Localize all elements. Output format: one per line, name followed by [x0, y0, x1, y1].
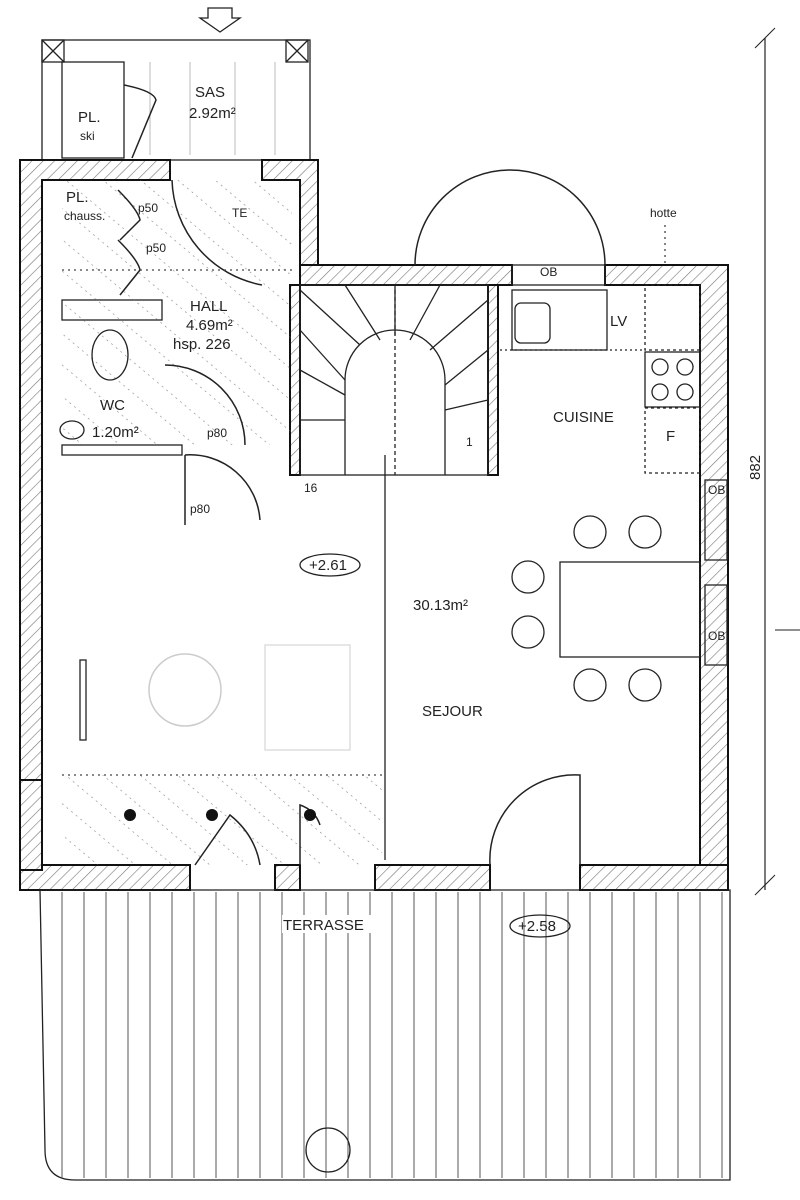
terrace-door	[489, 774, 581, 866]
ski-label: PL.	[78, 109, 101, 126]
dimension-label: 882	[747, 455, 764, 480]
door-width-label: p80	[207, 426, 227, 440]
te-label: TE	[232, 206, 247, 220]
lv-label: LV	[610, 313, 627, 330]
wc-door	[164, 364, 246, 446]
dimension-line	[754, 27, 800, 896]
ob-label: OB	[540, 265, 557, 279]
kitchen-window	[414, 169, 606, 266]
hotte-label: hotte	[650, 206, 677, 220]
interior-level: +2.61	[309, 557, 347, 574]
stair-end-label: 16	[304, 481, 318, 495]
ski-sub: ski	[80, 129, 95, 143]
entry-door	[171, 179, 263, 286]
sejour-area: 30.13m²	[413, 597, 468, 614]
kitchen-fixtures	[500, 284, 701, 474]
entry-arrow-icon	[197, 7, 243, 33]
staircase	[299, 284, 489, 476]
chauss-label: PL.	[66, 189, 89, 206]
terrace-level: +2.58	[518, 918, 556, 935]
terrasse-label: TERRASSE	[283, 917, 364, 934]
wc-label: WC	[100, 397, 125, 414]
terrace	[39, 889, 731, 1181]
door-width-label: p80	[190, 502, 210, 516]
sink-icon	[59, 420, 85, 440]
door-width-label: p50	[138, 201, 158, 215]
f-label: F	[666, 428, 675, 445]
sas-room: SAS 2.92m² PL. ski	[41, 39, 311, 161]
sas-area: 2.92m²	[189, 105, 236, 122]
hall-area: 4.69m²	[186, 317, 233, 334]
hall-height: hsp. 226	[173, 336, 231, 353]
sejour-door	[184, 454, 261, 525]
chauss-sub: chauss.	[64, 209, 105, 223]
dining-table	[511, 515, 701, 702]
stair-start-label: 1	[466, 435, 473, 449]
toilet-icon	[91, 329, 129, 381]
hall-label: HALL	[190, 298, 228, 315]
sejour-label: SEJOUR	[422, 703, 483, 720]
ob-label: OB	[708, 483, 725, 497]
cuisine-label: CUISINE	[553, 409, 614, 426]
ob-label: OB	[708, 629, 725, 643]
door-width-label: p50	[146, 241, 166, 255]
wc-area: 1.20m²	[92, 424, 139, 441]
sas-label: SAS	[195, 84, 225, 101]
